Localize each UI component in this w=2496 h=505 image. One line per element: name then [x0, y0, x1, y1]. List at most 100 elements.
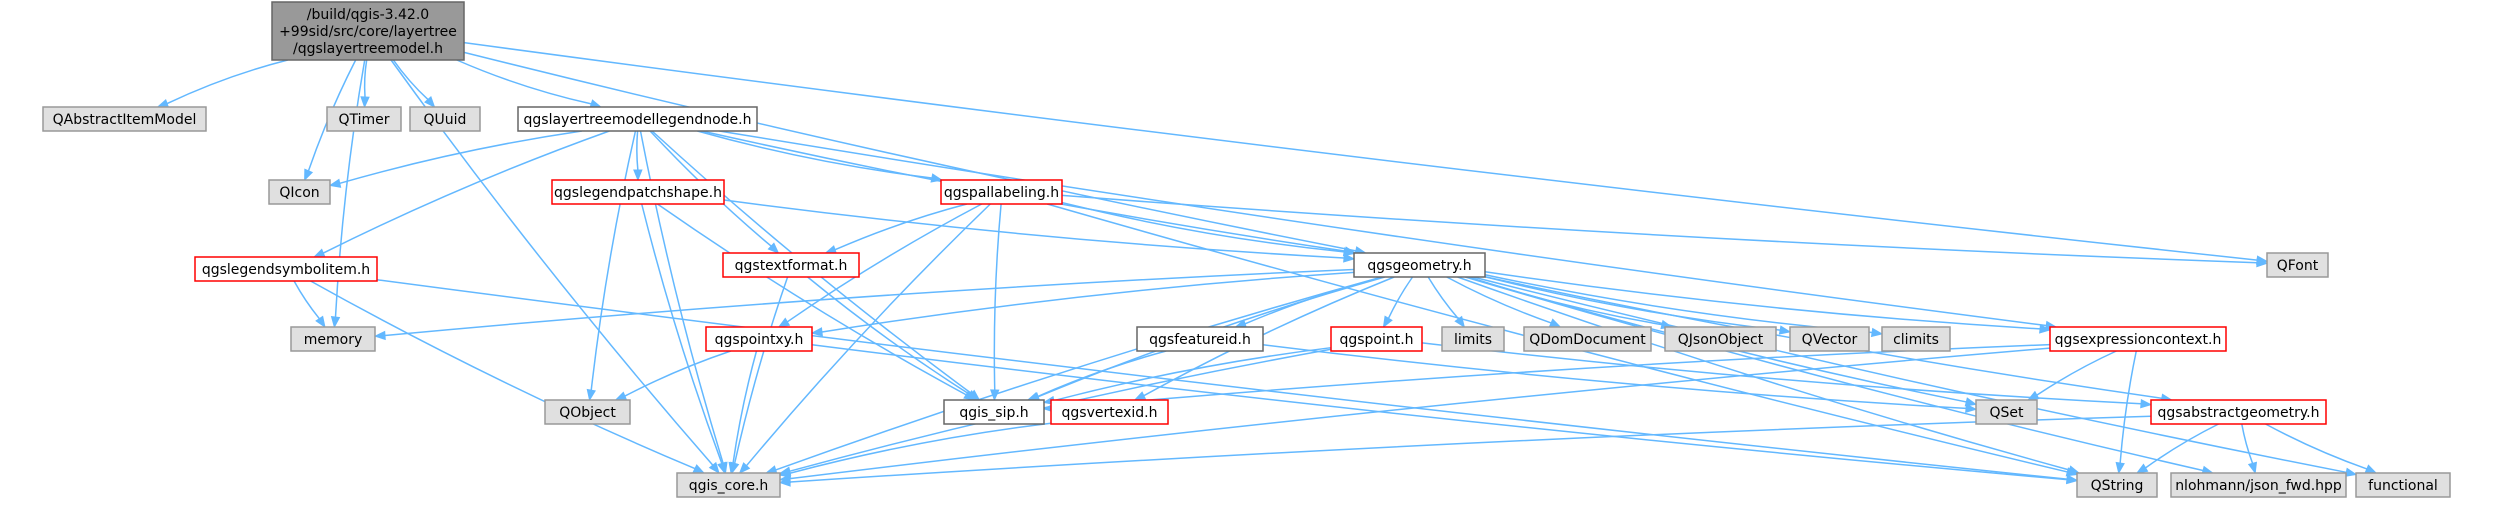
node-label: QVector — [1802, 332, 1858, 348]
edge-line — [1457, 276, 2070, 471]
node-limits[interactable]: limits — [1441, 326, 1505, 352]
edge-legendpatchshape-to-geometry — [723, 199, 1356, 263]
node-memory[interactable]: memory — [290, 326, 376, 352]
node-pallabeling[interactable]: qgspallabeling.h — [940, 179, 1063, 205]
edge-layer — [156, 41, 2378, 487]
node-legendpatchshape[interactable]: qgslegendpatchshape.h — [551, 179, 725, 205]
edge-line — [656, 203, 967, 396]
node-featureid[interactable]: qgsfeatureid.h — [1136, 326, 1264, 352]
edge-legendpatchshape-to-core — [640, 203, 727, 475]
node-qtimer[interactable]: QTimer — [326, 106, 402, 132]
edge-line — [334, 59, 366, 318]
node-qabstractitemmodel[interactable]: QAbstractItemModel — [42, 106, 207, 132]
node-expressioncontext[interactable]: qgsexpressioncontext.h — [2049, 326, 2227, 352]
edge-line — [456, 59, 592, 105]
edge-line — [293, 280, 320, 320]
edge-pointxy-to-qstring — [811, 343, 2079, 485]
node-label: qgspoint.h — [1339, 332, 1413, 348]
edge-arrowhead — [2256, 257, 2269, 268]
node-label: /qgslayertreemodel.h — [293, 41, 443, 57]
edge-root-to-qtimer — [360, 59, 370, 109]
node-box — [1881, 326, 1951, 352]
node-functional[interactable]: functional — [2355, 472, 2451, 498]
node-qstring[interactable]: QString — [2076, 472, 2158, 498]
edge-line — [834, 203, 968, 251]
edge-line — [1036, 350, 1167, 398]
edge-line — [1061, 194, 2258, 264]
node-box — [1050, 399, 1169, 425]
edge-line — [1061, 201, 1345, 253]
edge-arrowhead — [2364, 464, 2378, 474]
edge-arrowhead — [2066, 474, 2079, 485]
node-label: qgslegendpatchshape.h — [554, 185, 722, 201]
edge-geometry-to-expressioncontext — [1484, 271, 2052, 334]
edge-line — [789, 422, 1052, 474]
node-box — [676, 472, 781, 498]
node-box — [2150, 399, 2327, 425]
node-pointxy[interactable]: qgspointxy.h — [705, 326, 813, 352]
node-label: +99sid/src/core/layertree — [279, 24, 457, 40]
node-abstractgeometry[interactable]: qgsabstractgeometry.h — [2150, 399, 2327, 425]
node-root[interactable]: /build/qgis-3.42.0+99sid/src/core/layert… — [271, 1, 465, 61]
node-legendsymbolitem[interactable]: qgslegendsymbolitem.h — [194, 256, 378, 282]
edge-line — [719, 130, 2047, 327]
edge-line — [789, 415, 2152, 483]
node-sip[interactable]: qgis_sip.h — [943, 399, 1045, 425]
edge-line — [1484, 274, 1873, 334]
node-climits[interactable]: climits — [1881, 326, 1951, 352]
edge-arrowhead — [360, 96, 370, 109]
edge-vertexid-to-core — [778, 422, 1052, 478]
node-box — [1441, 326, 1505, 352]
edge-arrowhead — [1133, 391, 1147, 401]
node-box — [2355, 472, 2451, 498]
node-qdomdocument[interactable]: QDomDocument — [1523, 326, 1652, 352]
node-box — [42, 106, 207, 132]
edge-arrowhead — [330, 316, 341, 329]
node-box — [1789, 326, 1870, 352]
node-core[interactable]: qgis_core.h — [676, 472, 781, 498]
edge-line — [166, 59, 288, 105]
node-qobject[interactable]: QObject — [544, 399, 631, 425]
edge-line — [384, 268, 1355, 337]
edge-arrowhead — [728, 461, 738, 475]
node-box — [2170, 472, 2347, 498]
edge-arrowhead — [778, 477, 791, 487]
node-qfont[interactable]: QFont — [2266, 252, 2329, 278]
node-label: qgspointxy.h — [715, 332, 804, 348]
edge-expressioncontext-to-qset — [2026, 350, 2117, 401]
edge-line — [463, 41, 2258, 261]
edge-geometry-to-functional — [1472, 276, 2358, 477]
node-qvector[interactable]: QVector — [1789, 326, 1870, 352]
edge-arrowhead — [777, 317, 791, 328]
edge-line — [732, 350, 758, 464]
node-qset[interactable]: QSet — [1975, 399, 2038, 425]
edge-line — [310, 280, 696, 470]
edge-line — [2241, 423, 2254, 464]
node-geometry[interactable]: qgsgeometry.h — [1353, 252, 1486, 278]
node-json[interactable]: nlohmann/json_fwd.hpp — [2170, 472, 2347, 498]
node-box — [326, 106, 402, 132]
node-vertexid[interactable]: qgsvertexid.h — [1050, 399, 1169, 425]
node-legendnode[interactable]: qgslayertreemodellegendnode.h — [517, 106, 758, 132]
edge-line — [1484, 271, 2041, 330]
node-qjsonobject[interactable]: QJsonObject — [1664, 326, 1777, 352]
node-label: QSet — [1989, 405, 2024, 421]
edge-geometry-to-json — [1465, 276, 2215, 475]
node-point[interactable]: qgspoint.h — [1330, 326, 1423, 352]
node-qicon[interactable]: QIcon — [268, 179, 331, 205]
edge-line — [1427, 276, 1460, 320]
edge-arrowhead — [586, 388, 596, 402]
edge-arrowhead — [1548, 318, 1562, 328]
edge-line — [639, 130, 724, 464]
edge-arrowhead — [966, 390, 979, 401]
node-quuid[interactable]: QUuid — [409, 106, 481, 132]
edge-line — [590, 130, 637, 391]
edge-root-to-memory — [330, 59, 366, 329]
edge-line — [1446, 276, 1552, 324]
edge-arrowhead — [2115, 461, 2125, 475]
edge-arrowhead — [2039, 324, 2052, 334]
edge-arrowhead — [312, 248, 326, 258]
node-textformat[interactable]: qgstextformat.h — [722, 252, 860, 278]
edge-line — [322, 130, 610, 254]
edge-legendnode-to-legendpatchshape — [633, 130, 643, 182]
